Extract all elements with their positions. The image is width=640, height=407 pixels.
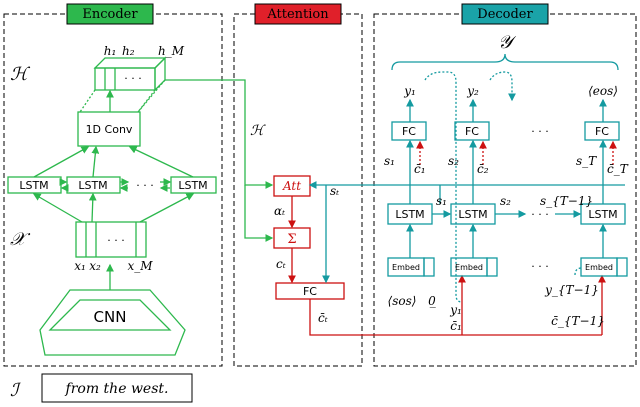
att-fc-label: FC: [303, 285, 317, 298]
dec-fc-dots: · · ·: [531, 125, 548, 138]
enc-h1: h₁: [104, 44, 117, 58]
enc-x-dots: · · ·: [107, 234, 124, 247]
encoder: [7, 56, 274, 356]
dec-c2: c̄₂: [477, 162, 489, 176]
enc-lstm-1: LSTM: [19, 179, 48, 192]
enc-x2: x₂: [89, 259, 101, 273]
dec-lstm-1: LSTM: [395, 208, 424, 221]
dec-Y-label: 𝒴: [498, 32, 517, 53]
dec-y1b: y₁: [449, 303, 462, 317]
dec-s2: s₂: [448, 154, 459, 168]
decoder-header-bg: [461, 3, 549, 25]
enc-conv-label: 1D Conv: [86, 123, 133, 136]
att-cbar: c̄ₜ: [318, 311, 328, 325]
enc-I-label: ℐ: [10, 380, 22, 401]
dec-embed-1: Embed: [392, 263, 420, 272]
dec-eos: ⟨eos⟩: [588, 84, 618, 98]
decoder-header: Decoder: [477, 7, 533, 22]
dec-embed-dots: · · ·: [531, 260, 548, 273]
enc-lstm-2: LSTM: [78, 179, 107, 192]
enc-H-label: ℋ: [10, 64, 31, 85]
dec-s2b: s₂: [500, 194, 511, 208]
dec-yT1: y_{T−1}: [544, 283, 599, 297]
handwriting-box: [41, 373, 193, 403]
encoder-header: Encoder: [82, 7, 138, 22]
enc-xM: x_M: [127, 259, 153, 273]
dec-fc-1: FC: [402, 125, 416, 138]
dec-cT: c̄_T: [607, 162, 629, 176]
dec-s1: s₁: [384, 154, 395, 168]
attention: [273, 175, 606, 336]
att-H-label: ℋ: [250, 123, 266, 139]
enc-h-dots: · · ·: [124, 72, 141, 85]
dec-c1b: c̄₁: [450, 319, 462, 333]
enc-lstm-dots: · · ·: [136, 179, 153, 192]
enc-cnn-label: CNN: [94, 308, 127, 326]
dec-sT: s_T: [576, 154, 597, 168]
enc-lstm-3: LSTM: [178, 179, 207, 192]
decoder: [308, 53, 628, 303]
encoder-header-bg: [66, 3, 154, 25]
dec-zero: 0̲: [428, 294, 436, 308]
attention-header-bg: [254, 3, 342, 25]
enc-x1: x₁: [74, 259, 86, 273]
enc-X-label: 𝒳: [10, 229, 31, 250]
dec-lstm-3: LSTM: [588, 208, 617, 221]
dec-s1b: s₁: [436, 194, 447, 208]
att-alpha: αₜ: [274, 204, 285, 218]
att-sum-label: Σ: [287, 232, 296, 247]
dec-fc-2: FC: [465, 125, 479, 138]
dec-y1: y₁: [403, 84, 416, 98]
handwriting-text: from the west.: [65, 381, 169, 397]
dec-sT1: s_{T−1}: [540, 194, 593, 208]
dec-sos: ⟨sos⟩: [388, 294, 417, 308]
att-box-label: Att: [282, 179, 301, 193]
dec-fc-3: FC: [595, 125, 609, 138]
enc-h2: h₂: [122, 44, 135, 58]
attention-header: Attention: [266, 7, 329, 22]
att-ct: cₜ: [276, 257, 286, 271]
dec-c1: c̄₁: [414, 162, 426, 176]
enc-hM: h_M: [158, 44, 185, 58]
att-st: sₜ: [330, 184, 339, 198]
dec-embed-2: Embed: [455, 263, 483, 272]
dec-y2: y₂: [466, 84, 479, 98]
dec-lstm-2: LSTM: [458, 208, 487, 221]
dec-cT1: c̄_{T−1}: [551, 314, 605, 328]
dec-embed-3: Embed: [585, 263, 613, 272]
dec-lstm-dots: · · ·: [531, 208, 548, 221]
